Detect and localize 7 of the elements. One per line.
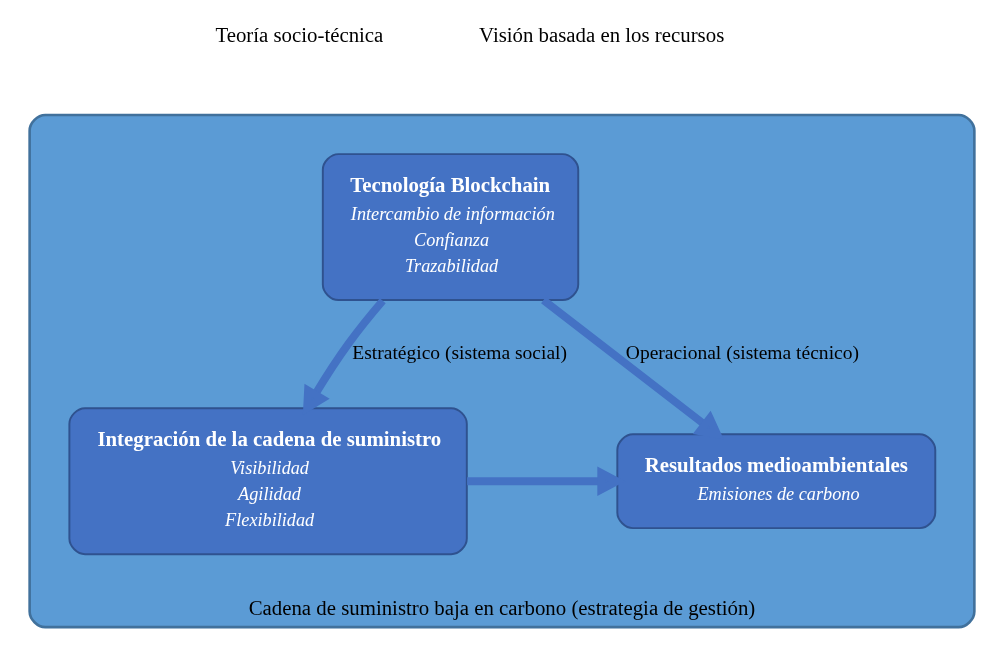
node-box: Tecnología Blockchain Intercambio de información Confianza Trazabilidad — [321, 153, 579, 302]
edge-label: Estratégico (sistema social) — [351, 341, 567, 363]
edge-label: Operacional (sistema técnico) — [625, 341, 859, 363]
node-box: Integración de la cadena de suministro Visibilidad Agilidad Flexibilidad — [67, 407, 468, 556]
node-box: Resultados medioambientales Emisiones de carbono — [615, 433, 936, 530]
label: Visión basada en los recursos — [478, 22, 724, 47]
label: Teoría socio-técnica — [214, 22, 383, 47]
